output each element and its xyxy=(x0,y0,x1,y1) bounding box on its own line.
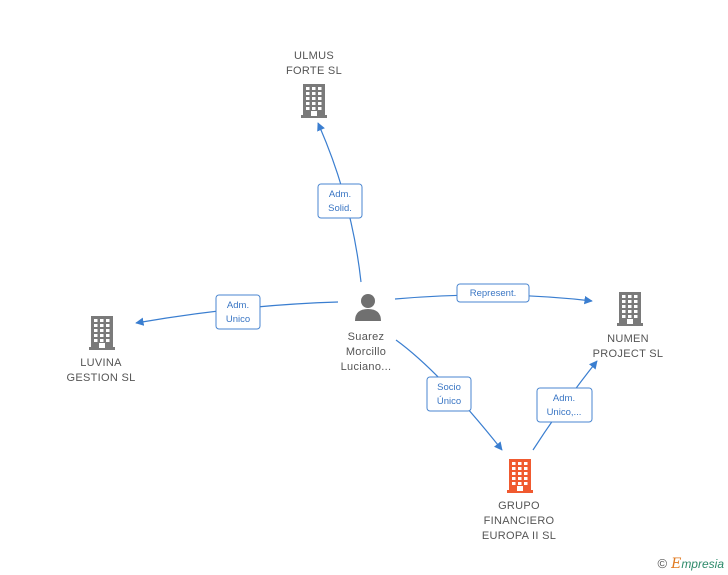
edge-label-luvina[interactable]: Adm. Unico xyxy=(215,294,261,330)
building-icon xyxy=(89,316,115,350)
node-luvina-label-line1: LUVINA xyxy=(80,357,122,369)
node-grupo-label-line2: FINANCIERO xyxy=(484,515,555,527)
building-icon xyxy=(301,84,327,118)
node-grupo-label-line3: EUROPA II SL xyxy=(482,530,556,542)
node-numen-label-line1: NUMEN xyxy=(607,333,649,345)
node-center-label-line2: Morcillo xyxy=(346,346,386,358)
node-ulmus-label-line1: ULMUS xyxy=(294,50,334,62)
node-numen[interactable]: NUMEN PROJECT SL xyxy=(593,292,664,360)
node-ulmus[interactable]: ULMUS FORTE SL xyxy=(286,50,342,118)
node-luvina[interactable]: LUVINA GESTION SL xyxy=(66,316,135,384)
empresia-watermark: ©Empresia xyxy=(657,556,724,572)
building-icon xyxy=(507,459,533,493)
edge-label-luvina-line1: Adm. xyxy=(227,300,249,311)
edge-label-numen-line1: Represent. xyxy=(470,288,516,299)
edge-label-grupo[interactable]: Socio Único xyxy=(426,376,472,412)
edge-label-ulmus-line1: Adm. xyxy=(329,189,351,200)
building-icon xyxy=(617,292,643,326)
edge-label-luvina-line2: Unico xyxy=(226,314,250,325)
brand-initial: E xyxy=(671,556,682,572)
node-grupo[interactable]: GRUPO FINANCIERO EUROPA II SL xyxy=(482,459,556,542)
edge-label-grupo-line2: Único xyxy=(437,396,461,407)
edge-label-grupo-numen-line2: Unico,... xyxy=(547,407,582,418)
node-ulmus-label-line2: FORTE SL xyxy=(286,65,342,77)
edge-label-grupo-line1: Socio xyxy=(437,382,461,393)
node-luvina-label-line2: GESTION SL xyxy=(66,372,135,384)
node-center[interactable]: Suarez Morcillo Luciano... xyxy=(341,294,392,373)
node-center-label-line1: Suarez xyxy=(348,331,385,343)
node-grupo-label-line1: GRUPO xyxy=(498,500,540,512)
brand-name: mpresia xyxy=(681,557,724,571)
person-icon xyxy=(355,294,381,321)
node-center-label-line3: Luciano... xyxy=(341,361,392,373)
edge-label-ulmus-line2: Solid. xyxy=(328,203,352,214)
edge-label-grupo-numen-line1: Adm. xyxy=(553,393,575,404)
edge-label-ulmus[interactable]: Adm. Solid. xyxy=(317,183,363,219)
edge-label-numen[interactable]: Represent. xyxy=(456,283,530,303)
node-numen-label-line2: PROJECT SL xyxy=(593,348,664,360)
copyright-symbol: © xyxy=(657,556,668,571)
edge-label-grupo-numen[interactable]: Adm. Unico,... xyxy=(536,387,593,423)
